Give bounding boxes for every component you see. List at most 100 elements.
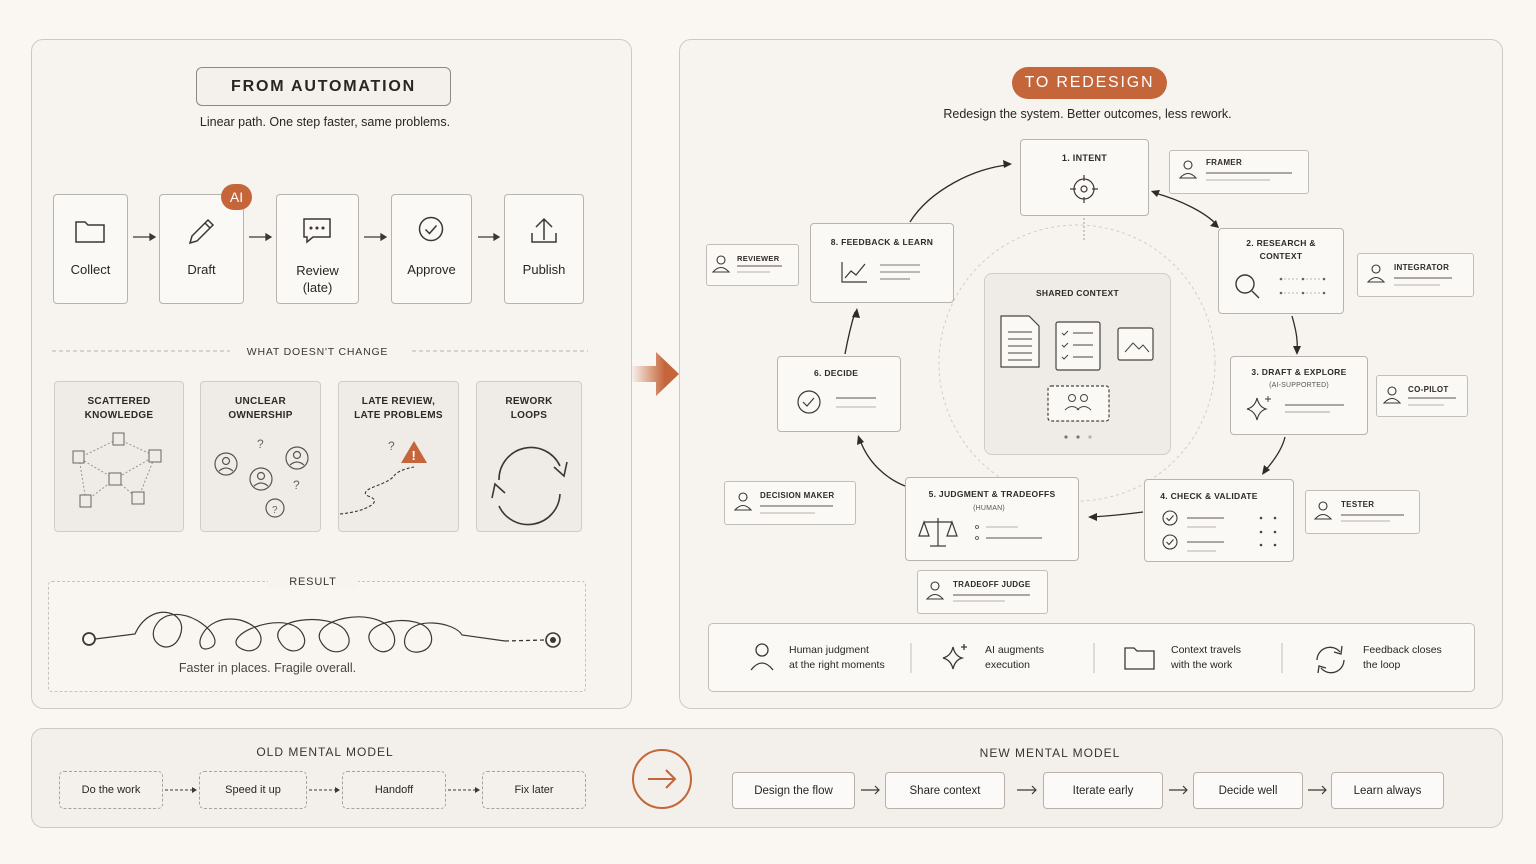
result-caption: Faster in places. Fragile overall. [178, 661, 357, 675]
new-step: Learn always [1331, 772, 1444, 809]
role-tradeoff-judge [917, 570, 1048, 614]
transition-arrow-icon [632, 352, 679, 396]
step-label: Approve [407, 262, 456, 277]
result-label: RESULT [268, 575, 358, 589]
old-step: Do the work [59, 771, 163, 809]
role-reviewer [706, 244, 799, 286]
step-draft-label: 3. DRAFT & EXPLORE [1251, 367, 1347, 377]
step-research-label: 2. RESEARCH & CONTEXT [1246, 238, 1316, 261]
old-step: Speed it up [199, 771, 307, 809]
step-publish [504, 194, 584, 304]
step-judgment-sublabel: (HUMAN) [973, 505, 1005, 512]
step-label: Collect [70, 262, 111, 277]
step-label: Review (late) [296, 263, 339, 295]
step-collect [53, 194, 128, 304]
result-box [48, 581, 586, 692]
image-icon [1117, 327, 1154, 361]
problem-label: UNCLEAR OWNERSHIP [228, 396, 293, 421]
old-model-title: OLD MENTAL MODEL [256, 745, 394, 759]
redesign-title: TO REDESIGN [1024, 74, 1155, 91]
problem-label: REWORK LOOPS [505, 396, 553, 421]
automation-title-box: FROM AUTOMATION [196, 67, 451, 106]
new-step: Design the flow [732, 772, 855, 809]
sparkle-icon [942, 644, 967, 670]
new-model-title: NEW MENTAL MODEL [979, 746, 1121, 760]
new-step: Share context [885, 772, 1005, 809]
role-label: DECISION MAKER [760, 491, 835, 500]
step-decide [777, 356, 901, 432]
problem-label: LATE REVIEW, LATE PROBLEMS [354, 396, 443, 421]
ai-badge: AI [221, 184, 252, 210]
pencil-icon [188, 218, 215, 245]
scattered-notes-icon [72, 432, 162, 508]
role-copilot [1376, 375, 1468, 417]
wavy-path-icon [339, 466, 415, 515]
svg-text:?: ? [388, 439, 395, 453]
principle-text: AI augments execution [985, 644, 1044, 671]
problem-late-review [338, 381, 459, 532]
svg-text:!: ! [412, 448, 416, 463]
step-judgment [905, 477, 1079, 561]
folder-icon [75, 221, 105, 243]
people-question-icon [214, 446, 309, 518]
svg-text:?: ? [257, 437, 264, 451]
warning-icon: ! [401, 441, 427, 463]
step-feedback-learn [810, 223, 954, 303]
unchanged-label: WHAT DOESN'T CHANGE [246, 346, 389, 358]
old-step: Fix later [482, 771, 586, 809]
step-draft-explore [1230, 356, 1368, 435]
role-label: TESTER [1341, 500, 1375, 509]
old-step: Handoff [342, 771, 446, 809]
upload-icon [531, 217, 557, 243]
step-check-label: 4. CHECK & VALIDATE [1160, 491, 1258, 501]
step-label: Publish [522, 262, 566, 277]
team-icon [1047, 385, 1110, 422]
step-draft-sublabel: (AI-SUPPORTED) [1269, 382, 1329, 389]
principle-text: Feedback closes the loop [1363, 644, 1442, 671]
rework-loop-icon [491, 446, 568, 526]
svg-text:?: ? [272, 505, 278, 516]
problem-unclear-ownership [200, 381, 321, 532]
role-label: REVIEWER [737, 254, 780, 263]
step-judgment-label: 5. JUDGMENT & TRADEOFFS [928, 489, 1056, 499]
checklist-icon [1055, 321, 1101, 371]
step-intent-label: 1. INTENT [1061, 153, 1108, 163]
step-feedback-label: 8. FEEDBACK & LEARN [830, 237, 934, 247]
check-circle-icon [418, 216, 444, 242]
redesign-subtitle: Redesign the system. Better outcomes, le… [943, 107, 1232, 121]
principles-bar [708, 623, 1475, 692]
role-decision-maker [724, 481, 856, 525]
chat-icon [303, 218, 331, 244]
problem-label: SCATTERED KNOWLEDGE [84, 396, 154, 421]
step-approve [391, 194, 472, 304]
step-review [276, 194, 359, 304]
new-step: Iterate early [1043, 772, 1163, 809]
loop-icon [1316, 645, 1345, 674]
automation-title: FROM AUTOMATION [231, 77, 416, 95]
automation-subtitle: Linear path. One step faster, same probl… [199, 115, 451, 129]
role-tester [1305, 490, 1420, 534]
step-draft [159, 194, 244, 304]
person-icon [750, 643, 774, 671]
role-label: INTEGRATOR [1394, 263, 1450, 272]
principle-text: Context travels with the work [1171, 644, 1242, 671]
redesign-title-pill: TO REDESIGN [1012, 67, 1167, 99]
step-label: Draft [187, 262, 216, 277]
role-label: FRAMER [1206, 158, 1243, 167]
step-research [1218, 228, 1344, 314]
model-shift-arrow-icon [632, 749, 692, 809]
step-decide-label: 6. DECIDE [814, 368, 859, 378]
principle-text: Human judgment at the right moments [789, 644, 885, 671]
role-label: TRADEOFF JUDGE [953, 580, 1031, 589]
